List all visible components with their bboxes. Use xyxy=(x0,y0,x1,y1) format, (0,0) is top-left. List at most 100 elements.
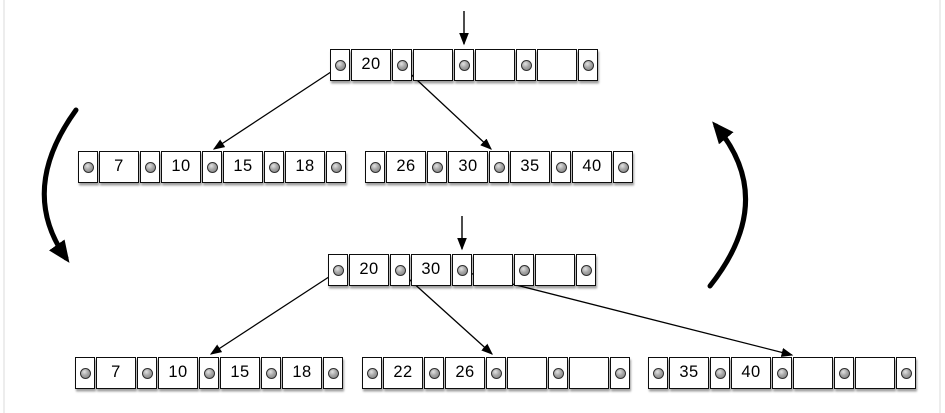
key-cell xyxy=(793,357,833,389)
pointer-dot xyxy=(366,367,378,379)
pointer-dot xyxy=(206,161,218,173)
key-cell: 20 xyxy=(351,49,391,81)
key-cell: 30 xyxy=(448,151,488,183)
key-cell xyxy=(537,49,577,81)
pointer-cell xyxy=(548,357,568,389)
pointer-dot xyxy=(582,59,594,71)
key-cell xyxy=(475,49,515,81)
pointer-dot xyxy=(332,264,344,276)
pointer-cell xyxy=(362,357,382,389)
pointer-dot xyxy=(265,367,277,379)
key-cell: 40 xyxy=(731,357,771,389)
transition-arrow-up xyxy=(707,121,748,289)
pointer-cell xyxy=(202,151,222,183)
pointer-dot xyxy=(394,264,406,276)
pointer-cell xyxy=(486,357,506,389)
pointer-cell xyxy=(772,357,792,389)
pointer-dot xyxy=(431,161,443,173)
pointer-dot xyxy=(714,367,726,379)
pointer-dot xyxy=(776,367,788,379)
pointer-dot xyxy=(369,161,381,173)
pointer-dot xyxy=(614,367,626,379)
pointer-cell xyxy=(514,254,534,286)
pointer-dot xyxy=(518,264,530,276)
pointer-cell xyxy=(710,357,730,389)
pointer-cell xyxy=(323,357,343,389)
pointer-cell xyxy=(424,357,444,389)
pointer-cell xyxy=(137,357,157,389)
pointer-dot xyxy=(268,161,280,173)
pointer-dot xyxy=(141,367,153,379)
pointer-dot xyxy=(203,367,215,379)
pointer-cell xyxy=(392,49,412,81)
key-cell: 18 xyxy=(285,151,325,183)
pointer-dot xyxy=(900,367,912,379)
pointer-cell xyxy=(261,357,281,389)
btree-node-top-child-1: 26 30 35 40 xyxy=(365,151,633,183)
key-cell: 35 xyxy=(510,151,550,183)
pointer-dot xyxy=(396,59,408,71)
pointer-cell xyxy=(489,151,509,183)
pointer-dot xyxy=(330,161,342,173)
pointer-cell xyxy=(648,357,668,389)
key-cell: 10 xyxy=(161,151,201,183)
right-edge-divider xyxy=(939,0,941,413)
key-cell xyxy=(473,254,513,286)
pointer-cell xyxy=(328,254,348,286)
child-pointer-line-top-left xyxy=(212,65,341,150)
pointer-cell xyxy=(896,357,916,389)
pointer-dot xyxy=(838,367,850,379)
key-cell xyxy=(855,357,895,389)
key-cell: 40 xyxy=(572,151,612,183)
key-cell: 26 xyxy=(445,357,485,389)
pointer-dot xyxy=(428,367,440,379)
pointer-cell xyxy=(576,254,596,286)
btree-node-bottom-child-0: 7 10 15 18 xyxy=(75,357,343,389)
pointer-cell xyxy=(330,49,350,81)
child-pointer-line-bottom-left xyxy=(209,270,339,355)
pointer-cell xyxy=(551,151,571,183)
pointer-dot xyxy=(458,59,470,71)
pointer-dot xyxy=(82,161,94,173)
pointer-cell xyxy=(613,151,633,183)
key-cell: 30 xyxy=(411,254,451,286)
key-cell: 26 xyxy=(386,151,426,183)
pointer-cell xyxy=(390,254,410,286)
pointer-cell xyxy=(140,151,160,183)
key-cell xyxy=(569,357,609,389)
pointer-dot xyxy=(552,367,564,379)
key-cell xyxy=(413,49,453,81)
pointer-dot xyxy=(144,161,156,173)
pointer-cell xyxy=(454,49,474,81)
left-edge-divider xyxy=(3,0,5,413)
btree-node-bottom-child-1: 22 26 xyxy=(362,357,630,389)
pointer-dot xyxy=(580,264,592,276)
pointer-cell xyxy=(199,357,219,389)
pointer-dot xyxy=(327,367,339,379)
key-cell: 7 xyxy=(96,357,136,389)
key-cell xyxy=(507,357,547,389)
pointer-cell xyxy=(427,151,447,183)
pointer-cell xyxy=(452,254,472,286)
pointer-cell xyxy=(610,357,630,389)
pointer-dot xyxy=(334,59,346,71)
key-cell: 10 xyxy=(158,357,198,389)
key-cell: 22 xyxy=(383,357,423,389)
pointer-dot xyxy=(79,367,91,379)
pointer-cell xyxy=(834,357,854,389)
pointer-cell xyxy=(516,49,536,81)
pointer-cell xyxy=(326,151,346,183)
key-cell: 18 xyxy=(282,357,322,389)
pointer-dot xyxy=(520,59,532,71)
key-cell: 15 xyxy=(223,151,263,183)
btree-node-top-root: 20 xyxy=(330,49,598,81)
pointer-dot xyxy=(490,367,502,379)
key-cell: 15 xyxy=(220,357,260,389)
pointer-dot xyxy=(617,161,629,173)
pointer-dot xyxy=(555,161,567,173)
pointer-dot xyxy=(652,367,664,379)
